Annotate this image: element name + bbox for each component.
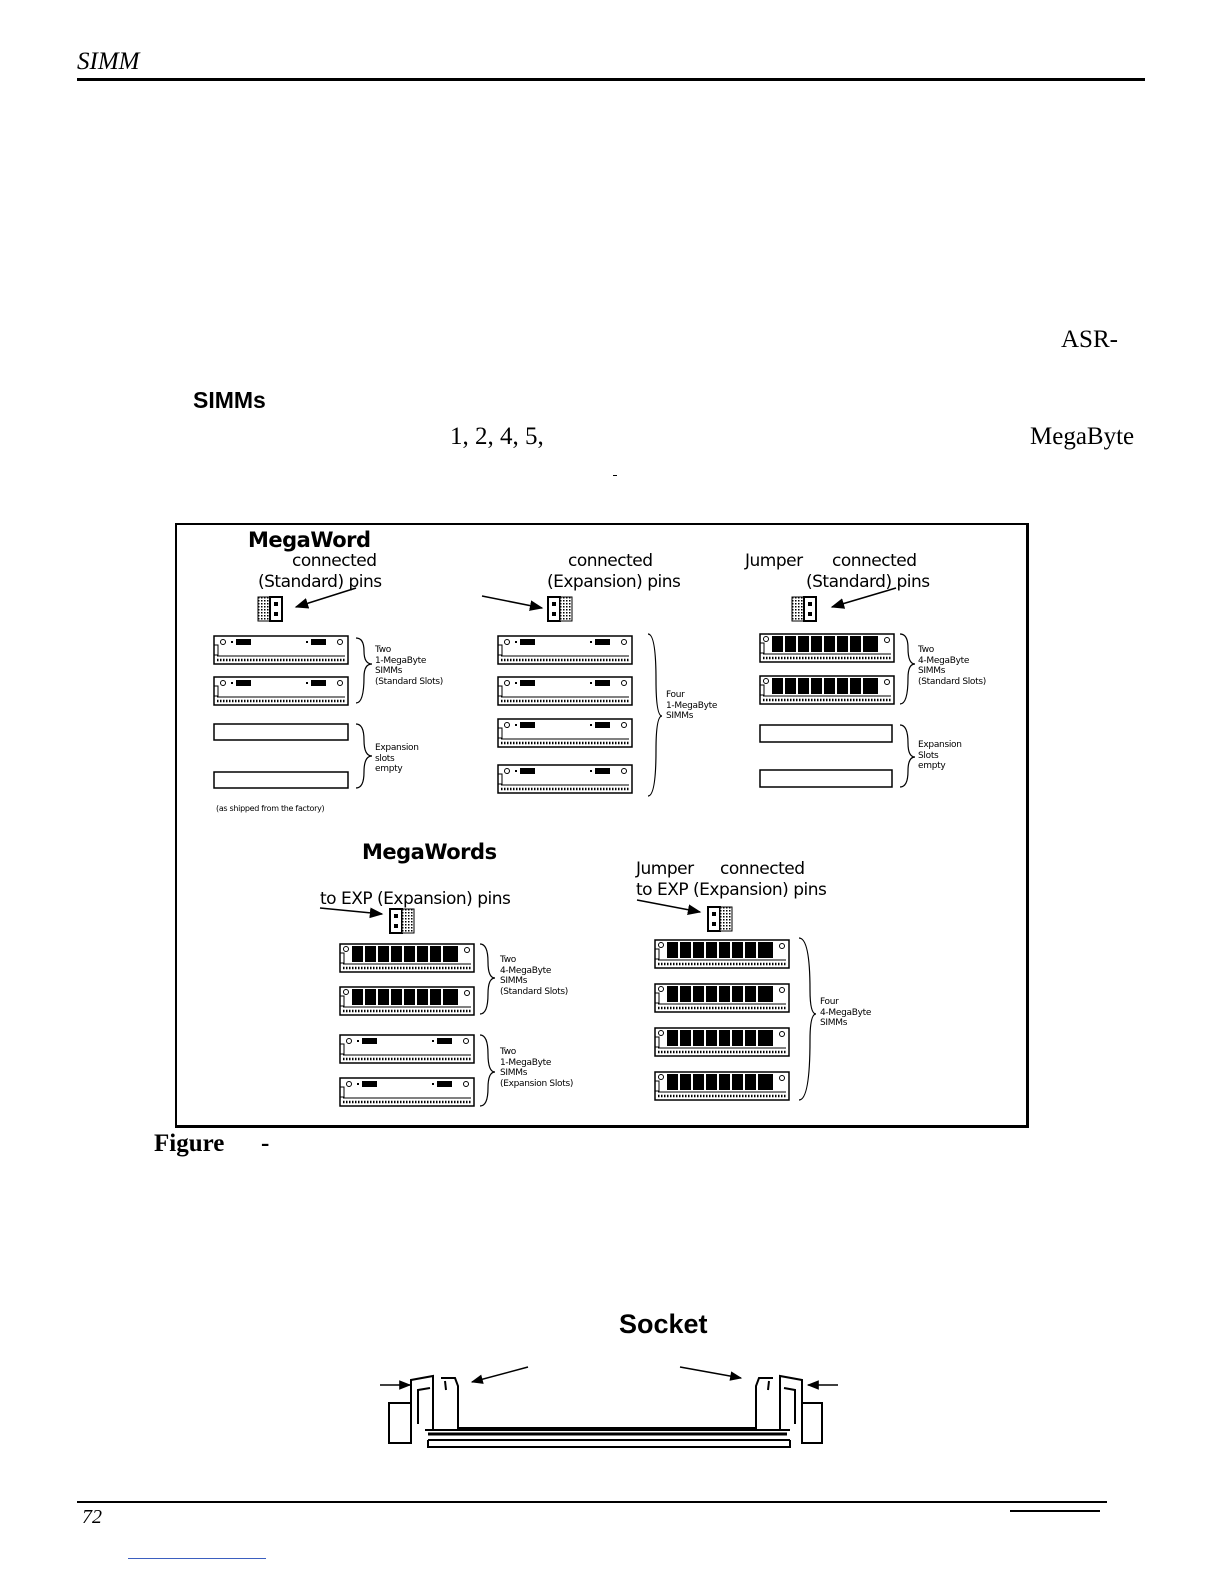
header-rule (77, 78, 1145, 81)
body-text-asr: ASR- (1061, 326, 1118, 353)
page-number: 72 (82, 1506, 102, 1528)
figure-box (175, 523, 1029, 1128)
top-right-connected: connected (832, 551, 917, 571)
socket-title: Socket (619, 1309, 708, 1339)
bottom-right-exp-pins: to EXP (Expansion) pins (636, 880, 827, 900)
top-left-empty-label: Expansion slots empty (375, 743, 419, 774)
top-left-simm-label: Two 1-MegaByte SIMMs (Standard Slots) (375, 645, 443, 687)
body-text-simms: SIMMs (193, 387, 266, 413)
megawords-title: MegaWords (362, 840, 497, 864)
top-left-connected: connected (292, 551, 377, 571)
bottom-right-jumper: Jumper (636, 859, 694, 879)
stray-mark (613, 475, 617, 476)
top-right-simm-label: Two 4-MegaByte SIMMs (Standard Slots) (918, 645, 986, 687)
top-left-pins: (Standard) pins (258, 572, 382, 592)
body-text-slot-numbers: 1, 2, 4, 5, (450, 423, 544, 450)
top-right-empty-label: Expansion Slots empty (918, 740, 962, 771)
running-header: SIMM (77, 48, 140, 75)
top-middle-simm-label: Four 1-MegaByte SIMMs (666, 690, 718, 721)
top-right-jumper: Jumper (745, 551, 803, 571)
top-right-pins: (Standard) pins (806, 572, 930, 592)
bottom-left-exp-pins: to EXP (Expansion) pins (320, 889, 511, 909)
top-middle-pins: (Expansion) pins (547, 572, 681, 592)
body-text-megabyte: MegaByte (1030, 423, 1135, 450)
bottom-left-label-b: Two 1-MegaByte SIMMs (Expansion Slots) (500, 1047, 574, 1089)
figure-caption-word: Figure (154, 1130, 225, 1157)
top-middle-connected: connected (568, 551, 653, 571)
footer-rule (77, 1501, 1107, 1503)
figure-caption-dash: - (261, 1130, 270, 1157)
bottom-right-connected: connected (720, 859, 805, 879)
megaword-title: MegaWord (248, 528, 371, 552)
footer-link-underline (128, 1558, 266, 1559)
factory-footnote: (as shipped from the factory) (216, 804, 325, 813)
bottom-left-label-a: Two 4-MegaByte SIMMs (Standard Slots) (500, 955, 568, 997)
bottom-right-simm-label: Four 4-MegaByte SIMMs (820, 997, 872, 1028)
footer-short-rule (1010, 1510, 1100, 1512)
